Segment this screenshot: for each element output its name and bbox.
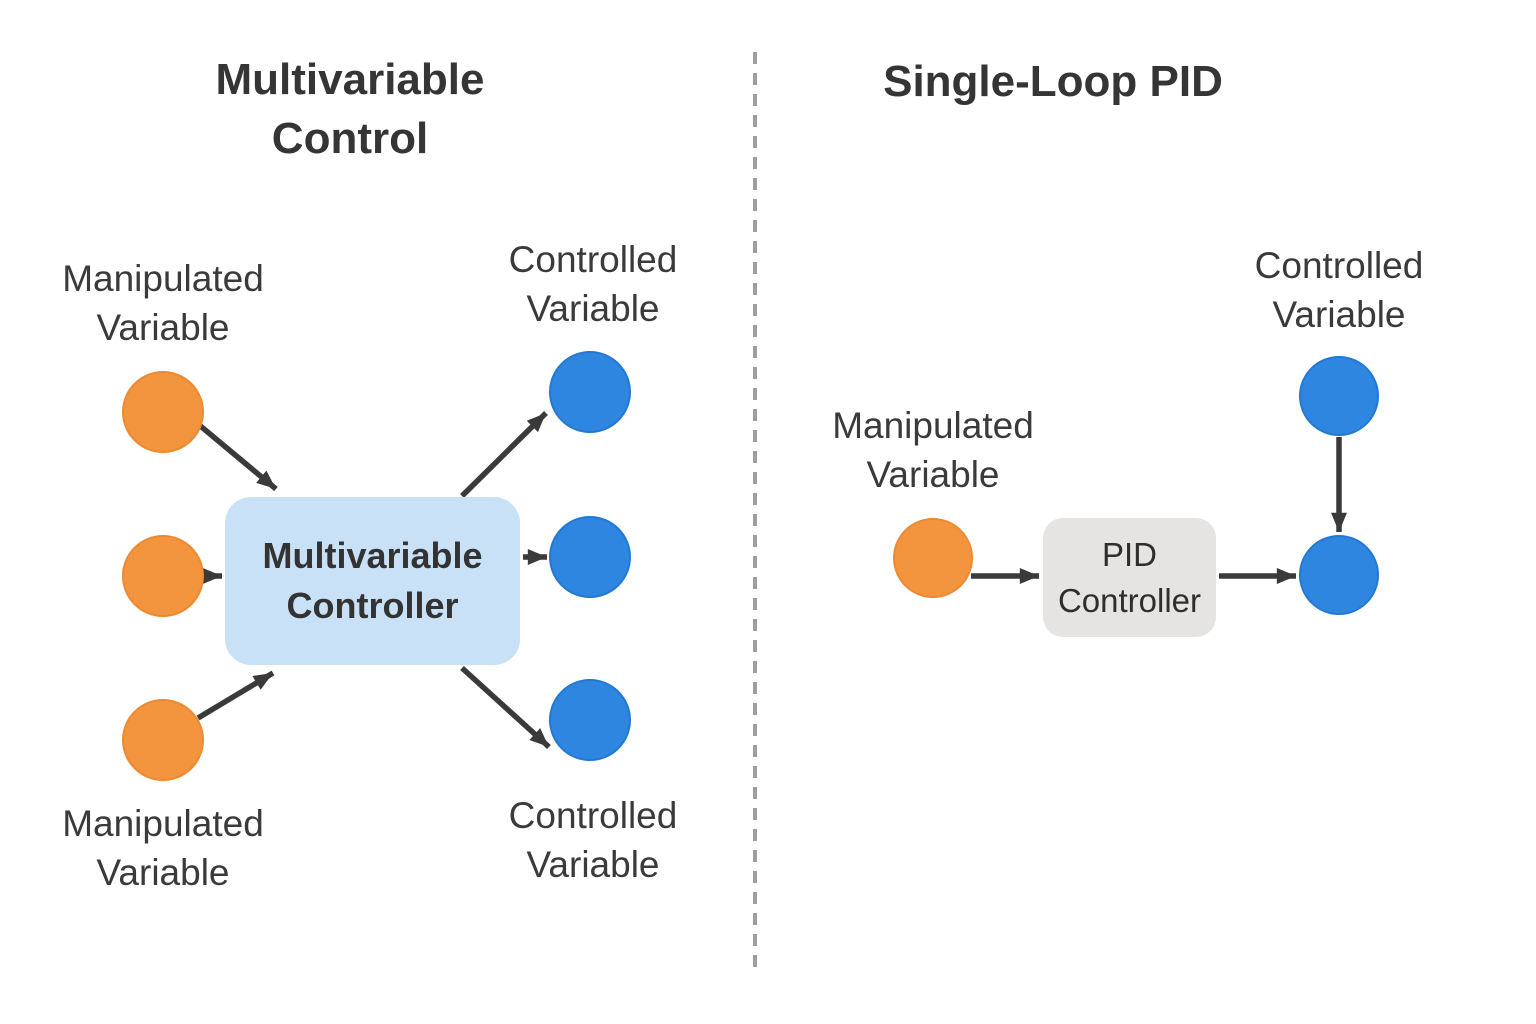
manipulated-variable-node-2 <box>122 535 204 617</box>
controlled-variable-node-2 <box>549 516 631 598</box>
pid-controlled-variable-label: Controlled Variable <box>1254 245 1424 335</box>
pid-manipulated-variable-label: Manipulated Variable <box>832 405 1034 495</box>
arrow-input1-to-controller <box>196 421 278 492</box>
pid-controlled-variable-node-top <box>1299 356 1379 436</box>
controlled-variable-label-bottom: Controlled Variable <box>508 795 678 885</box>
arrow-controller-to-output3 <box>460 665 551 750</box>
manipulated-variable-label-bottom: Manipulated Variable <box>62 803 264 893</box>
left-panel-title: Multivariable Control <box>215 55 485 164</box>
controlled-variable-node-1 <box>549 351 631 433</box>
manipulated-variable-node-3 <box>122 699 204 781</box>
controlled-variable-node-3 <box>549 679 631 761</box>
pid-controlled-variable-node-bottom <box>1299 535 1379 615</box>
arrow-input3-to-controller <box>196 670 275 721</box>
manipulated-variable-node-1 <box>122 371 204 453</box>
right-panel-title: Single-Loop PID <box>883 57 1223 106</box>
arrow-controller-to-output1 <box>460 411 548 498</box>
controlled-variable-label-top: Controlled Variable <box>508 239 678 329</box>
manipulated-variable-label-top: Manipulated Variable <box>62 258 264 348</box>
pid-controller-box: PID Controller <box>1043 518 1216 637</box>
multivariable-controller-box: Multivariable Controller <box>225 497 520 665</box>
pid-manipulated-variable-node <box>893 518 973 598</box>
